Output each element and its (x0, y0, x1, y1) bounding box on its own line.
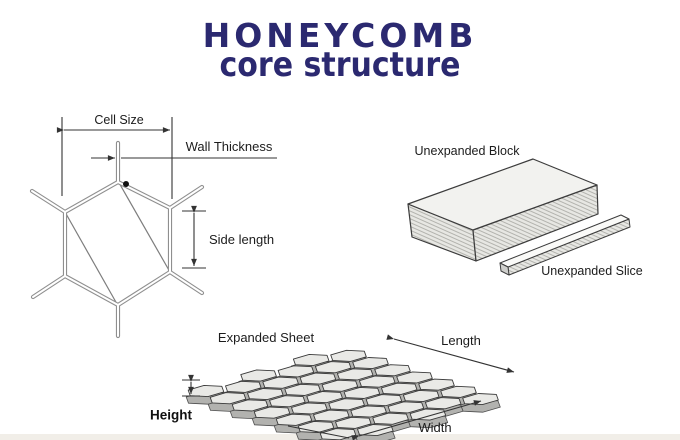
length-label: Length (441, 332, 481, 348)
honeycomb-cell-face (284, 383, 321, 396)
honeycomb-cell-face (299, 372, 337, 385)
cell-size-label: Cell Size (94, 113, 144, 128)
honeycomb-cell-face (321, 379, 359, 392)
honeycomb-cell-face (231, 399, 269, 412)
honeycomb-cell-face (313, 409, 350, 422)
expanded-sheet-graphic (185, 349, 501, 440)
unexpanded-block-label: Unexpanded Block (414, 144, 520, 159)
honeycomb-cell-face (247, 388, 284, 401)
honeycomb-cell-face (277, 365, 315, 378)
side-length-label: Side length (209, 231, 275, 247)
wall-thickness-label: Wall Thickness (185, 138, 273, 154)
honeycomb-cell-face (253, 406, 291, 419)
cell-walls (29, 140, 205, 339)
unexpanded-slice-graphic (499, 214, 631, 276)
honeycomb-cell-face (291, 402, 328, 415)
honeycomb-cell-face (418, 378, 455, 391)
honeycomb-cell-face (440, 385, 477, 398)
width-label: Width (418, 419, 452, 435)
honeycomb-cell-face (343, 386, 381, 399)
honeycomb-cell-face (292, 353, 330, 367)
node-dot (123, 181, 129, 187)
honeycomb-cell-face (336, 368, 374, 381)
honeycomb-cell-face (269, 395, 306, 408)
honeycomb-cell-face (306, 391, 343, 404)
honeycomb-cell-face (209, 392, 247, 405)
unexpanded-slice-label: Unexpanded Slice (541, 264, 643, 279)
honeycomb-cell-face (275, 413, 313, 426)
height-label: Height (150, 407, 192, 423)
honeycomb-cell-face (358, 375, 396, 388)
page-subtitle: core structure (219, 45, 461, 86)
unexpanded-block-graphic (407, 158, 599, 262)
honeycomb-cell-face (262, 376, 299, 389)
honeycomb-cell-face (225, 380, 262, 393)
page-title: HONEYCOMB (202, 16, 478, 55)
expanded-sheet-label: Expanded Sheet (217, 329, 315, 345)
honeycomb-cell-face (314, 361, 352, 374)
hexagon-cell-diagram (29, 117, 277, 339)
honeycomb-cell-face (380, 382, 418, 395)
sheet-dimension-lines (182, 334, 515, 440)
cell-dimension-lines (56, 117, 277, 269)
honeycomb-cell-face (240, 369, 277, 382)
honeycomb-cell-face (330, 349, 367, 362)
cell-diagonals (64, 180, 171, 305)
